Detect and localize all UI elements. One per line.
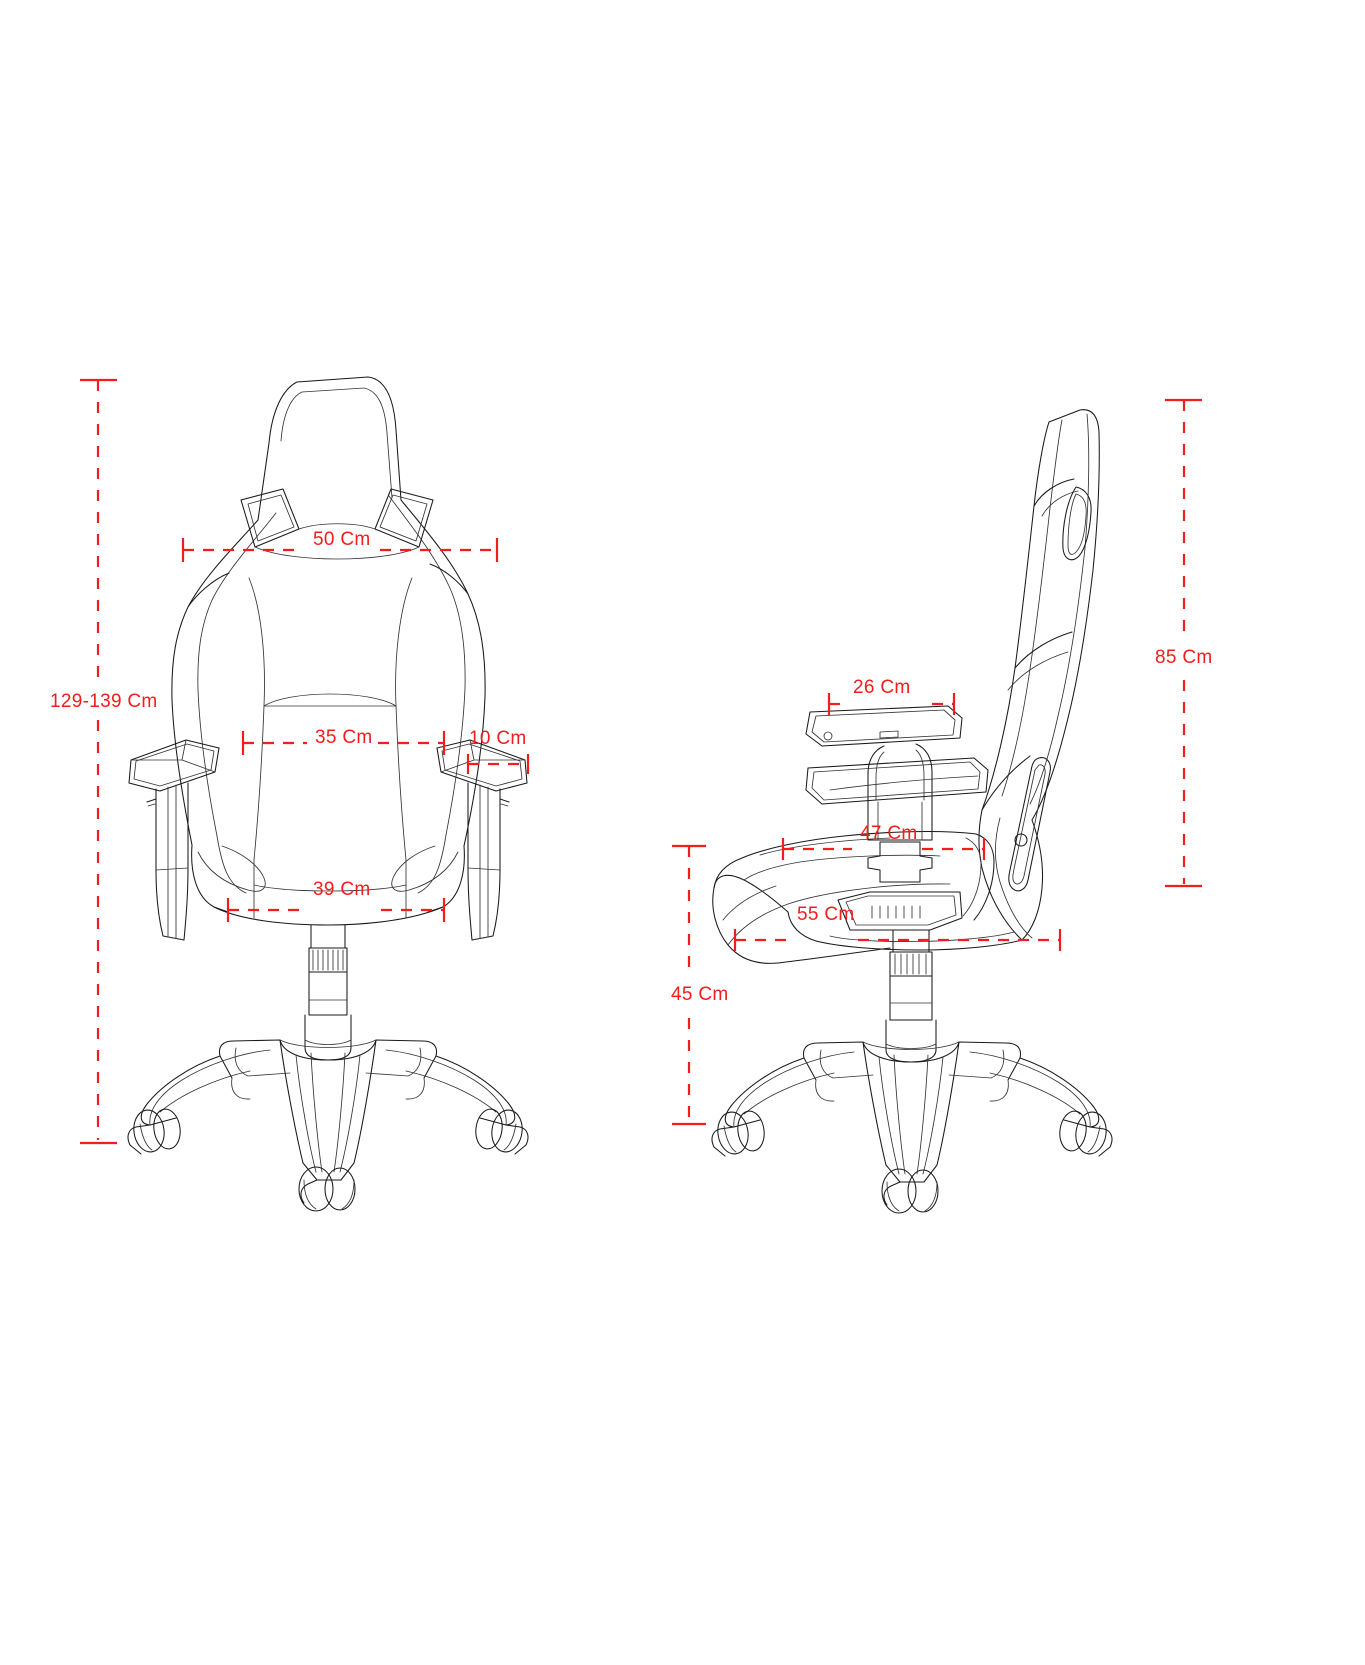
dim-label-seat-depth: 47 Cm [860, 823, 918, 844]
dimline-total-height [80, 378, 117, 1145]
dimension-lines [80, 378, 1202, 1145]
side-view-artwork [711, 409, 1113, 1214]
dimline-seat-back-width [241, 731, 446, 755]
dim-label-seat-width: 39 Cm [313, 879, 371, 900]
dimline-base-depth [733, 929, 1062, 951]
dimline-backrest-width [181, 538, 499, 562]
dimline-armrest-depth [827, 693, 956, 715]
dim-label-base-depth: 55 Cm [797, 904, 855, 925]
dim-label-backrest-height: 85 Cm [1155, 647, 1213, 668]
dimline-seat-width [226, 898, 446, 922]
dim-label-armrest-width: 10 Cm [469, 728, 527, 749]
dimline-seat-depth [781, 838, 986, 860]
dim-label-seat-height: 45 Cm [671, 984, 729, 1005]
dimline-backrest-height [1165, 398, 1202, 888]
dim-label-seat-back-width: 35 Cm [315, 727, 373, 748]
front-view-artwork [127, 376, 529, 1212]
dim-label-total-height: 129-139 Cm [50, 691, 158, 712]
dimline-seat-height [672, 844, 706, 1126]
dim-label-armrest-depth: 26 Cm [853, 677, 911, 698]
dimline-armrest-width [466, 754, 530, 774]
dim-label-backrest-width: 50 Cm [313, 529, 371, 550]
